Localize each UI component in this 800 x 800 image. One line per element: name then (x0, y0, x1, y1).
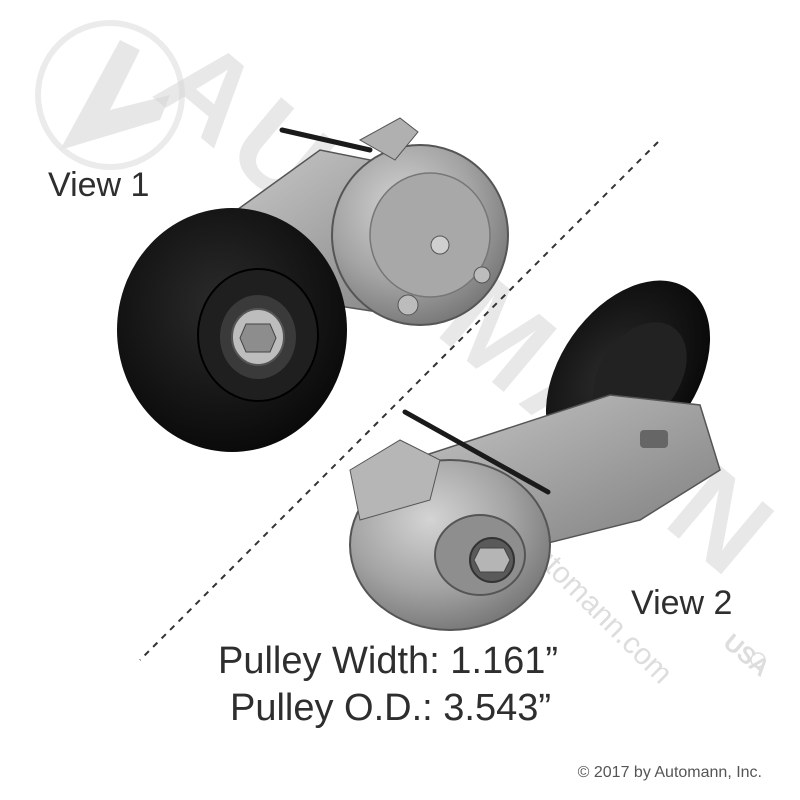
watermark-logo-icon (35, 20, 185, 170)
watermark-tag: USA (718, 629, 774, 682)
tensioner-view-1 (117, 117, 509, 452)
pulley-width-spec: Pulley Width: 1.161” (218, 640, 559, 682)
view-divider-line (139, 141, 659, 661)
pulley-od-spec: Pulley O.D.: 3.543” (230, 687, 552, 729)
tensioner-view-2 (349, 280, 721, 631)
view-2-label: View 2 (631, 584, 733, 622)
view-1-label: View 1 (48, 166, 150, 204)
svg-text:USA: USA (718, 629, 774, 682)
pulley-view-1 (117, 208, 347, 452)
copyright-notice: © 2017 by Automann, Inc. (577, 764, 762, 781)
